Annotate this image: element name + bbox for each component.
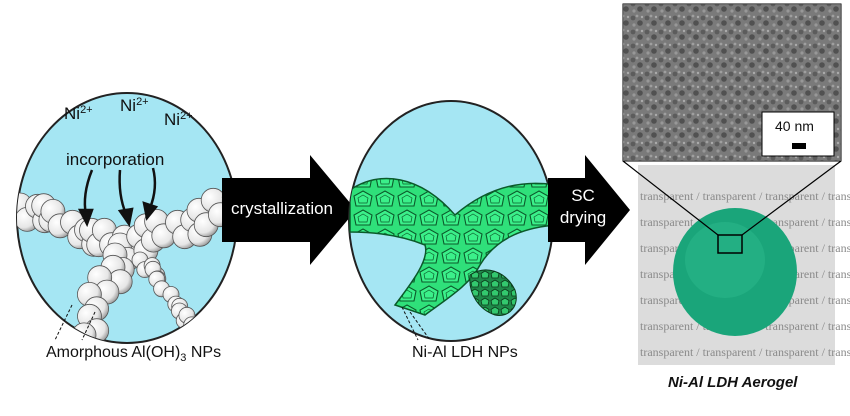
aerogel-caption: Ni-Al LDH Aerogel bbox=[668, 374, 798, 391]
ldh-nps-caption: Ni-Al LDH NPs bbox=[412, 344, 518, 361]
zoom-region-box bbox=[717, 234, 743, 254]
incorporation-arrows bbox=[77, 167, 159, 228]
drying-label: drying bbox=[559, 208, 607, 227]
sc-label: SC bbox=[571, 186, 595, 205]
amorphous-caption: Amorphous Al(OH)3 NPs bbox=[46, 344, 222, 365]
svg-text:transparent / transparent / tr: transparent / transparent / transparent … bbox=[640, 345, 850, 359]
incorporation-label: incorporation bbox=[66, 150, 165, 169]
svg-text:transparent / transparent / tr: transparent / transparent / transparent … bbox=[640, 189, 850, 203]
scale-bar bbox=[792, 143, 806, 149]
ni-ion-label-3: Ni2+ bbox=[164, 110, 193, 129]
arrow-sc-drying bbox=[548, 155, 630, 265]
leader-lines-1 bbox=[54, 304, 96, 341]
ni-ion-label-2: Ni2+ bbox=[120, 96, 149, 115]
crystallization-label: crystallization bbox=[230, 199, 334, 218]
zoom-lines bbox=[622, 160, 842, 236]
ni-al-ldh-crystal-network bbox=[349, 177, 553, 316]
scale-bar-label: 40 nm bbox=[775, 118, 814, 134]
leader-lines-2 bbox=[401, 306, 431, 341]
arrow-crystallization bbox=[222, 155, 356, 265]
ni-ion-label-1: Ni2+ bbox=[64, 104, 93, 123]
